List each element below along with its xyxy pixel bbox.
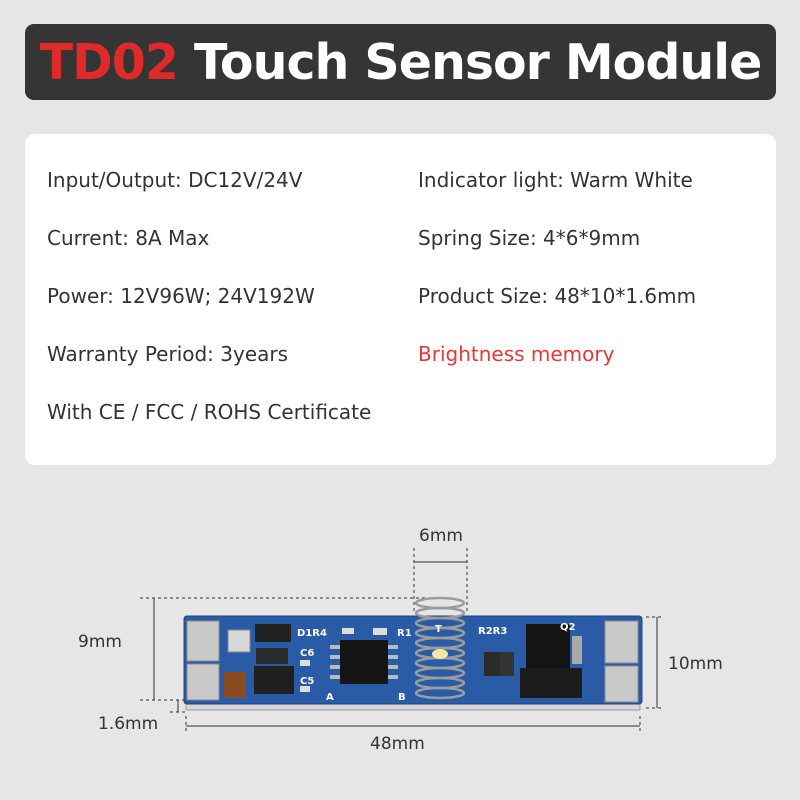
spec-current: Current: 8A Max (47, 226, 210, 250)
component-r2 (484, 652, 500, 676)
spec-input-output: Input/Output: DC12V/24V (47, 168, 303, 192)
ic-pins (330, 645, 398, 679)
pad-left-bottom (186, 663, 220, 701)
spec-certificate: With CE / FCC / ROHS Certificate (47, 400, 372, 424)
spec-product-size: Product Size: 48*10*1.6mm (418, 284, 697, 308)
mosfet (526, 624, 570, 672)
mosfet-pin (572, 636, 582, 664)
spec-brightness-memory: Brightness memory (418, 342, 615, 366)
smd-r4 (342, 628, 354, 634)
capacitor-brown (224, 672, 246, 698)
dim-height: 9mm (78, 632, 122, 652)
label-c6: C6 (300, 648, 314, 659)
label-b: B (398, 692, 406, 703)
spec-indicator-light: Indicator light: Warm White (418, 168, 693, 192)
spec-spring-size: Spring Size: 4*6*9mm (418, 226, 641, 250)
component-left-top (227, 629, 251, 653)
silkscreen: D1R4 R1 C6 C5 R2R3 Q2 A B T (297, 622, 576, 703)
model-name: TD02 (39, 33, 179, 91)
dim-length: 48mm (370, 734, 425, 754)
regulator (254, 666, 294, 694)
component-r3 (500, 652, 514, 676)
pad-right-top (604, 620, 639, 664)
label-t: T (435, 624, 442, 635)
touch-spring (414, 596, 466, 700)
label-a: A (326, 692, 334, 703)
dim-thickness: 1.6mm (98, 714, 159, 734)
main-ic (340, 640, 388, 684)
label-r1: R1 (397, 628, 412, 639)
spec-warranty: Warranty Period: 3years (47, 342, 289, 366)
dim-spring-width: 6mm (419, 526, 463, 546)
label-c5: C5 (300, 676, 314, 687)
smd-c6 (300, 660, 310, 666)
module-diagram: D1R4 R1 C6 C5 R2R3 Q2 A B T (140, 548, 664, 732)
dimension-lines (140, 548, 664, 732)
product-name: Touch Sensor Module (193, 33, 762, 91)
smd-r1 (373, 628, 387, 635)
pad-left-top (186, 620, 220, 662)
pad-right-bottom (604, 665, 639, 703)
spec-power: Power: 12V96W; 24V192W (47, 284, 315, 308)
spec-card: Input/Output: DC12V/24V Current: 8A Max … (25, 134, 776, 465)
diode (255, 624, 291, 642)
smd-c5 (300, 686, 310, 692)
mosfet-tab (520, 668, 582, 698)
title-banner: TD02 Touch Sensor Module (25, 24, 776, 100)
component-small (256, 648, 288, 664)
label-q2: Q2 (560, 622, 576, 633)
label-r2r3: R2R3 (478, 626, 507, 637)
indicator-led (432, 649, 448, 659)
dim-board-width: 10mm (668, 654, 723, 674)
label-d1r4: D1R4 (297, 628, 327, 639)
